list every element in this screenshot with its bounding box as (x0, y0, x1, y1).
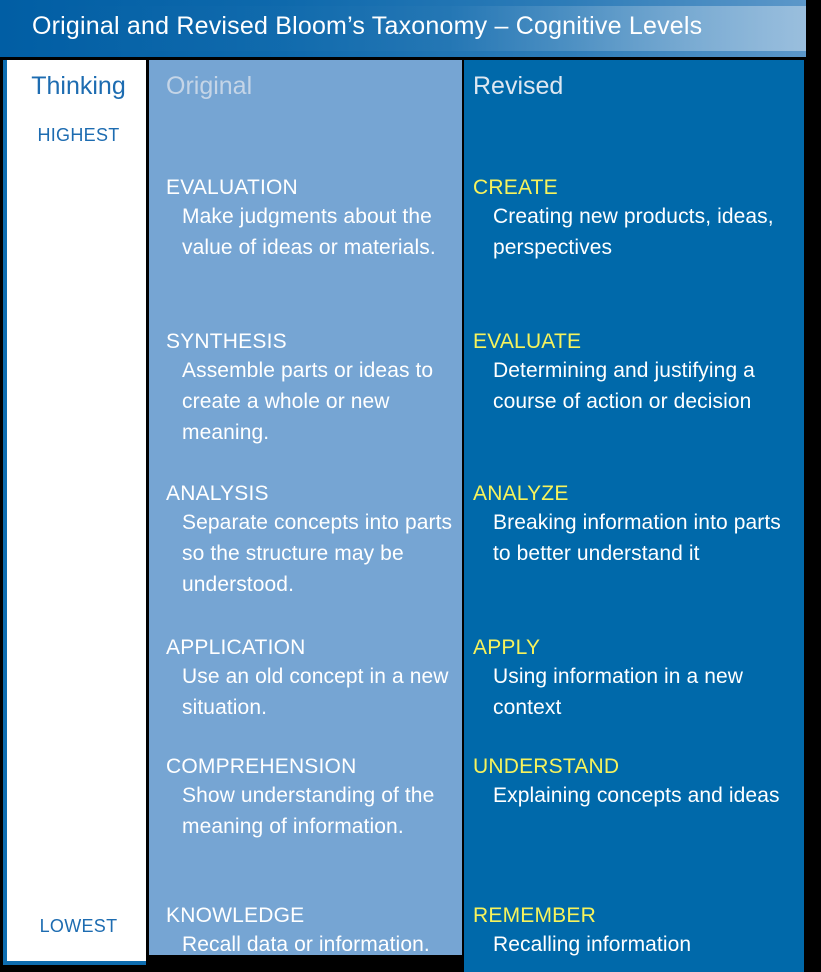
revised-entry-apply: APPLY Using information in a new context (473, 635, 797, 723)
original-column-header: Original (166, 72, 253, 100)
revised-description: Breaking information into parts to bette… (493, 511, 781, 565)
page-title: Original and Revised Bloom’s Taxonomy – … (32, 12, 703, 40)
revised-term: APPLY (473, 636, 541, 659)
original-entry-application: APPLICATION Use an old concept in a new … (166, 635, 462, 723)
title-banner: Original and Revised Bloom’s Taxonomy – … (0, 0, 806, 57)
title-banner-highlight (17, 6, 806, 51)
revised-description: Explaining concepts and ideas (493, 784, 780, 807)
original-term: APPLICATION (166, 636, 306, 659)
original-description: Separate concepts into parts so the stru… (182, 511, 453, 596)
original-term: SYNTHESIS (166, 330, 287, 353)
revised-description: Creating new products, ideas, perspectiv… (493, 205, 774, 259)
revised-entry-evaluate: EVALUATE Determining and justifying a co… (473, 329, 797, 417)
original-entry-synthesis: SYNTHESIS Assemble parts or ideas to cre… (166, 329, 462, 448)
thinking-column: Thinking HIGHEST LOWEST (3, 60, 146, 965)
revised-term: CREATE (473, 176, 558, 199)
revised-term: REMEMBER (473, 904, 596, 927)
revised-term: ANALYZE (473, 482, 569, 505)
original-entry-knowledge: KNOWLEDGE Recall data or information. (166, 903, 462, 960)
original-description: Show understanding of the meaning of inf… (182, 784, 435, 838)
revised-term: EVALUATE (473, 330, 582, 353)
highest-label: HIGHEST (37, 125, 120, 145)
original-entry-comprehension: COMPREHENSION Show understanding of the … (166, 754, 462, 842)
original-description: Assemble parts or ideas to create a whol… (182, 359, 434, 444)
original-description: Make judgments about the value of ideas … (182, 205, 436, 259)
revised-description: Using information in a new context (493, 665, 744, 719)
revised-entry-create: CREATE Creating new products, ideas, per… (473, 175, 797, 263)
revised-entry-understand: UNDERSTAND Explaining concepts and ideas (473, 754, 797, 811)
revised-term: UNDERSTAND (473, 755, 620, 778)
original-description: Use an old concept in a new situation. (182, 665, 449, 719)
revised-description: Recalling information (493, 933, 692, 956)
original-term: EVALUATION (166, 176, 298, 199)
original-column: Original EVALUATION Make judgments about… (149, 60, 462, 956)
lowest-label: LOWEST (39, 916, 118, 936)
revised-description: Determining and justifying a course of a… (493, 359, 755, 413)
revised-entry-analyze: ANALYZE Breaking information into parts … (473, 481, 797, 569)
original-description: Recall data or information. (182, 933, 430, 956)
revised-entry-remember: REMEMBER Recalling information (473, 903, 797, 960)
original-entry-evaluation: EVALUATION Make judgments about the valu… (166, 175, 462, 263)
revised-column-header: Revised (473, 72, 564, 100)
original-term: KNOWLEDGE (166, 904, 305, 927)
revised-column: Revised CREATE Creating new products, id… (464, 60, 804, 972)
original-entry-analysis: ANALYSIS Separate concepts into parts so… (166, 481, 462, 600)
original-term: COMPREHENSION (166, 755, 357, 778)
original-term: ANALYSIS (166, 482, 269, 505)
thinking-column-header: Thinking (31, 72, 126, 100)
